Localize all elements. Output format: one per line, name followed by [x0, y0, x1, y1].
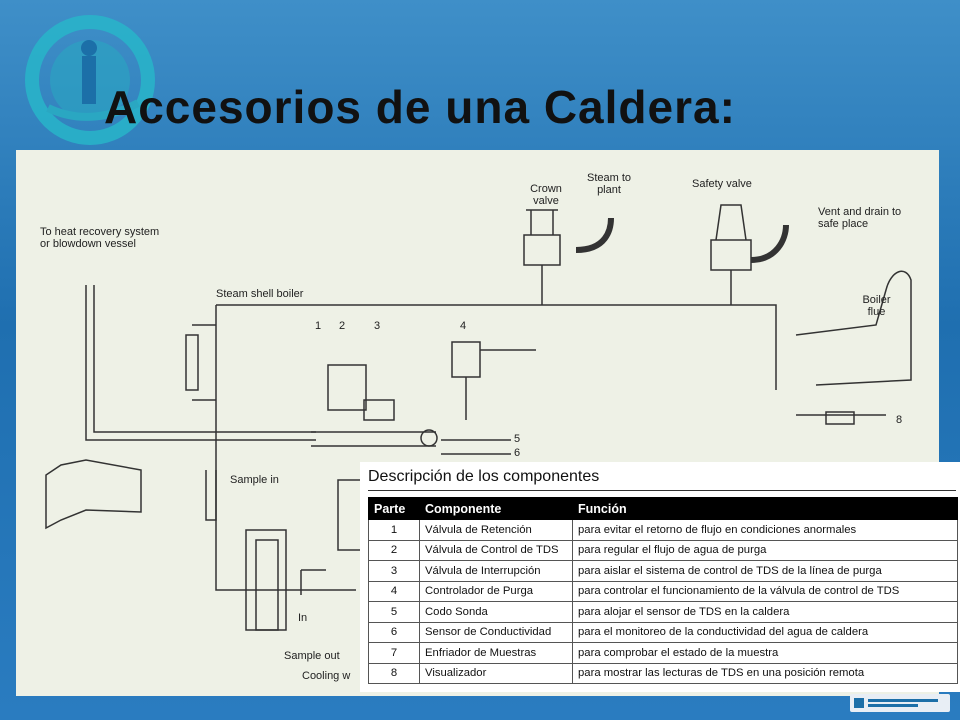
cell-componente: Visualizador — [419, 662, 573, 684]
panel-divider — [368, 490, 956, 491]
cell-componente: Válvula de Retención — [419, 519, 573, 541]
cell-componente: Enfriador de Muestras — [419, 642, 573, 664]
header-parte: Parte — [368, 497, 420, 520]
cell-parte: 7 — [368, 642, 420, 664]
cell-funcion: para alojar el sensor de TDS en la calde… — [572, 601, 958, 623]
cell-funcion: para evitar el retorno de flujo en condi… — [572, 519, 958, 541]
label-vent-drain: Vent and drain to safe place — [818, 206, 902, 230]
part-number-2: 2 — [339, 320, 346, 332]
cell-componente: Válvula de Interrupción — [419, 560, 573, 582]
cell-componente: Sensor de Conductividad — [419, 621, 573, 643]
part-number-8: 8 — [896, 414, 903, 426]
panel-title: Descripción de los componentes — [368, 468, 600, 485]
cell-funcion: para regular el flujo de agua de purga — [572, 539, 958, 561]
cell-parte: 6 — [368, 621, 420, 643]
components-panel: Descripción de los componentes Parte Com… — [360, 462, 960, 692]
part-number-4: 4 — [460, 320, 467, 332]
label-heat-recovery: To heat recovery system or blowdown vess… — [40, 226, 160, 250]
part-number-3: 3 — [374, 320, 381, 332]
slide-title: Accesorios de una Caldera: — [104, 81, 736, 133]
table-header-row: Parte Componente Función — [368, 497, 958, 520]
cell-funcion: para comprobar el estado de la muestra — [572, 642, 958, 664]
diagram-drawing — [45, 204, 912, 631]
cell-componente: Controlador de Purga — [419, 580, 573, 602]
cell-funcion: para mostrar las lecturas de TDS en una … — [572, 662, 958, 684]
cell-parte: 4 — [368, 580, 420, 602]
institution-logo — [25, 15, 155, 145]
cell-funcion: para el monitoreo de la conductividad de… — [572, 621, 958, 643]
label-crown-valve: Crown valve — [530, 183, 562, 207]
corner-logo — [850, 694, 950, 712]
label-safety-valve: Safety valve — [692, 178, 752, 190]
label-sample-out: Sample out — [284, 650, 340, 662]
label-steam-shell: Steam shell boiler — [216, 288, 304, 300]
header-componente: Componente — [419, 497, 573, 520]
label-boiler-flue: Boiler flue — [862, 294, 891, 318]
label-in: In — [298, 612, 308, 624]
cell-parte: 3 — [368, 560, 420, 582]
label-steam-to-plant: Steam to plant — [586, 172, 632, 196]
label-cooling: Cooling w — [302, 670, 351, 682]
cell-parte: 5 — [368, 601, 420, 623]
cell-parte: 1 — [368, 519, 420, 541]
header-funcion: Función — [572, 497, 958, 520]
cell-funcion: para controlar el funcionamiento de la v… — [572, 580, 958, 602]
part-number-5: 5 — [514, 433, 521, 445]
part-number-1: 1 — [315, 320, 322, 332]
cell-parte: 8 — [368, 662, 420, 684]
cell-componente: Válvula de Control de TDS — [419, 539, 573, 561]
cell-parte: 2 — [368, 539, 420, 561]
label-sample-in: Sample in — [230, 474, 279, 486]
cell-funcion: para aislar el sistema de control de TDS… — [572, 560, 958, 582]
cell-componente: Codo Sonda — [419, 601, 573, 623]
part-number-6: 6 — [514, 447, 521, 459]
